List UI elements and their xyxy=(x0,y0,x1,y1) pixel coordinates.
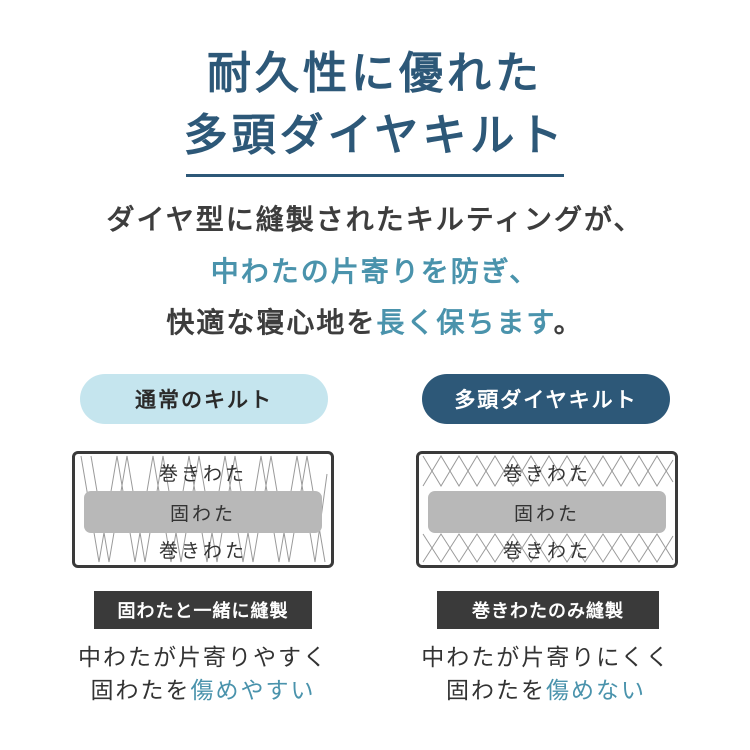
intro-line-3-suffix: 。 xyxy=(553,306,584,339)
intro-line-3: 快適な寝心地を長く保ちます。 xyxy=(0,309,750,337)
title-underline xyxy=(186,174,564,177)
normal-quilt-bottom-layer: 巻きわた xyxy=(158,540,247,562)
intro-line-3-prefix: 快適な寝心地を xyxy=(166,306,377,339)
intro-line-2: 中わたの片寄りを防ぎ、 xyxy=(210,255,540,288)
normal-quilt-note-2: 固わたを傷めやすい xyxy=(38,680,368,703)
diamond-quilt-label: 多頭ダイヤキルト xyxy=(422,374,670,424)
normal-quilt-diagram: 巻きわた 固わた 巻きわた xyxy=(72,451,334,568)
diamond-quilt-bottom-layer: 巻きわた xyxy=(502,540,591,562)
title-line-1: 耐久性に優れた xyxy=(207,48,543,99)
intro-line-3-highlight: 長く保ちます xyxy=(376,306,554,339)
title-line-2: 多頭ダイヤキルト xyxy=(183,110,567,161)
normal-quilt-label: 通常のキルト xyxy=(80,374,328,424)
intro-line-1: ダイヤ型に縫製されたキルティングが、 xyxy=(106,203,644,236)
normal-quilt-note-1: 中わたが片寄りやすく xyxy=(78,645,328,671)
diamond-quilt-top-layer: 巻きわた xyxy=(502,463,591,485)
normal-quilt-note-2-prefix: 固わたを xyxy=(90,678,191,704)
normal-quilt-core: 固わた xyxy=(84,491,322,533)
diamond-quilt-diagram: 巻きわた 固わた 巻きわた xyxy=(416,451,678,568)
normal-quilt-note-2-highlight: 傷めやすい xyxy=(190,678,316,704)
diamond-quilt-note-2-highlight: 傷めない xyxy=(546,678,646,704)
diamond-quilt-note-2-prefix: 固わたを xyxy=(446,678,546,704)
normal-quilt-tag: 固わたと一緒に縫製 xyxy=(94,591,312,629)
diamond-quilt-note-1: 中わたが片寄りにくく xyxy=(421,645,671,671)
diamond-quilt-tag: 巻きわたのみ縫製 xyxy=(437,591,659,629)
normal-quilt-top-layer: 巻きわた xyxy=(158,463,247,485)
diamond-quilt-stitch-lines xyxy=(422,455,674,563)
diamond-quilt-core: 固わた xyxy=(428,491,666,533)
diamond-quilt-note-2: 固わたを傷めない xyxy=(381,680,711,703)
